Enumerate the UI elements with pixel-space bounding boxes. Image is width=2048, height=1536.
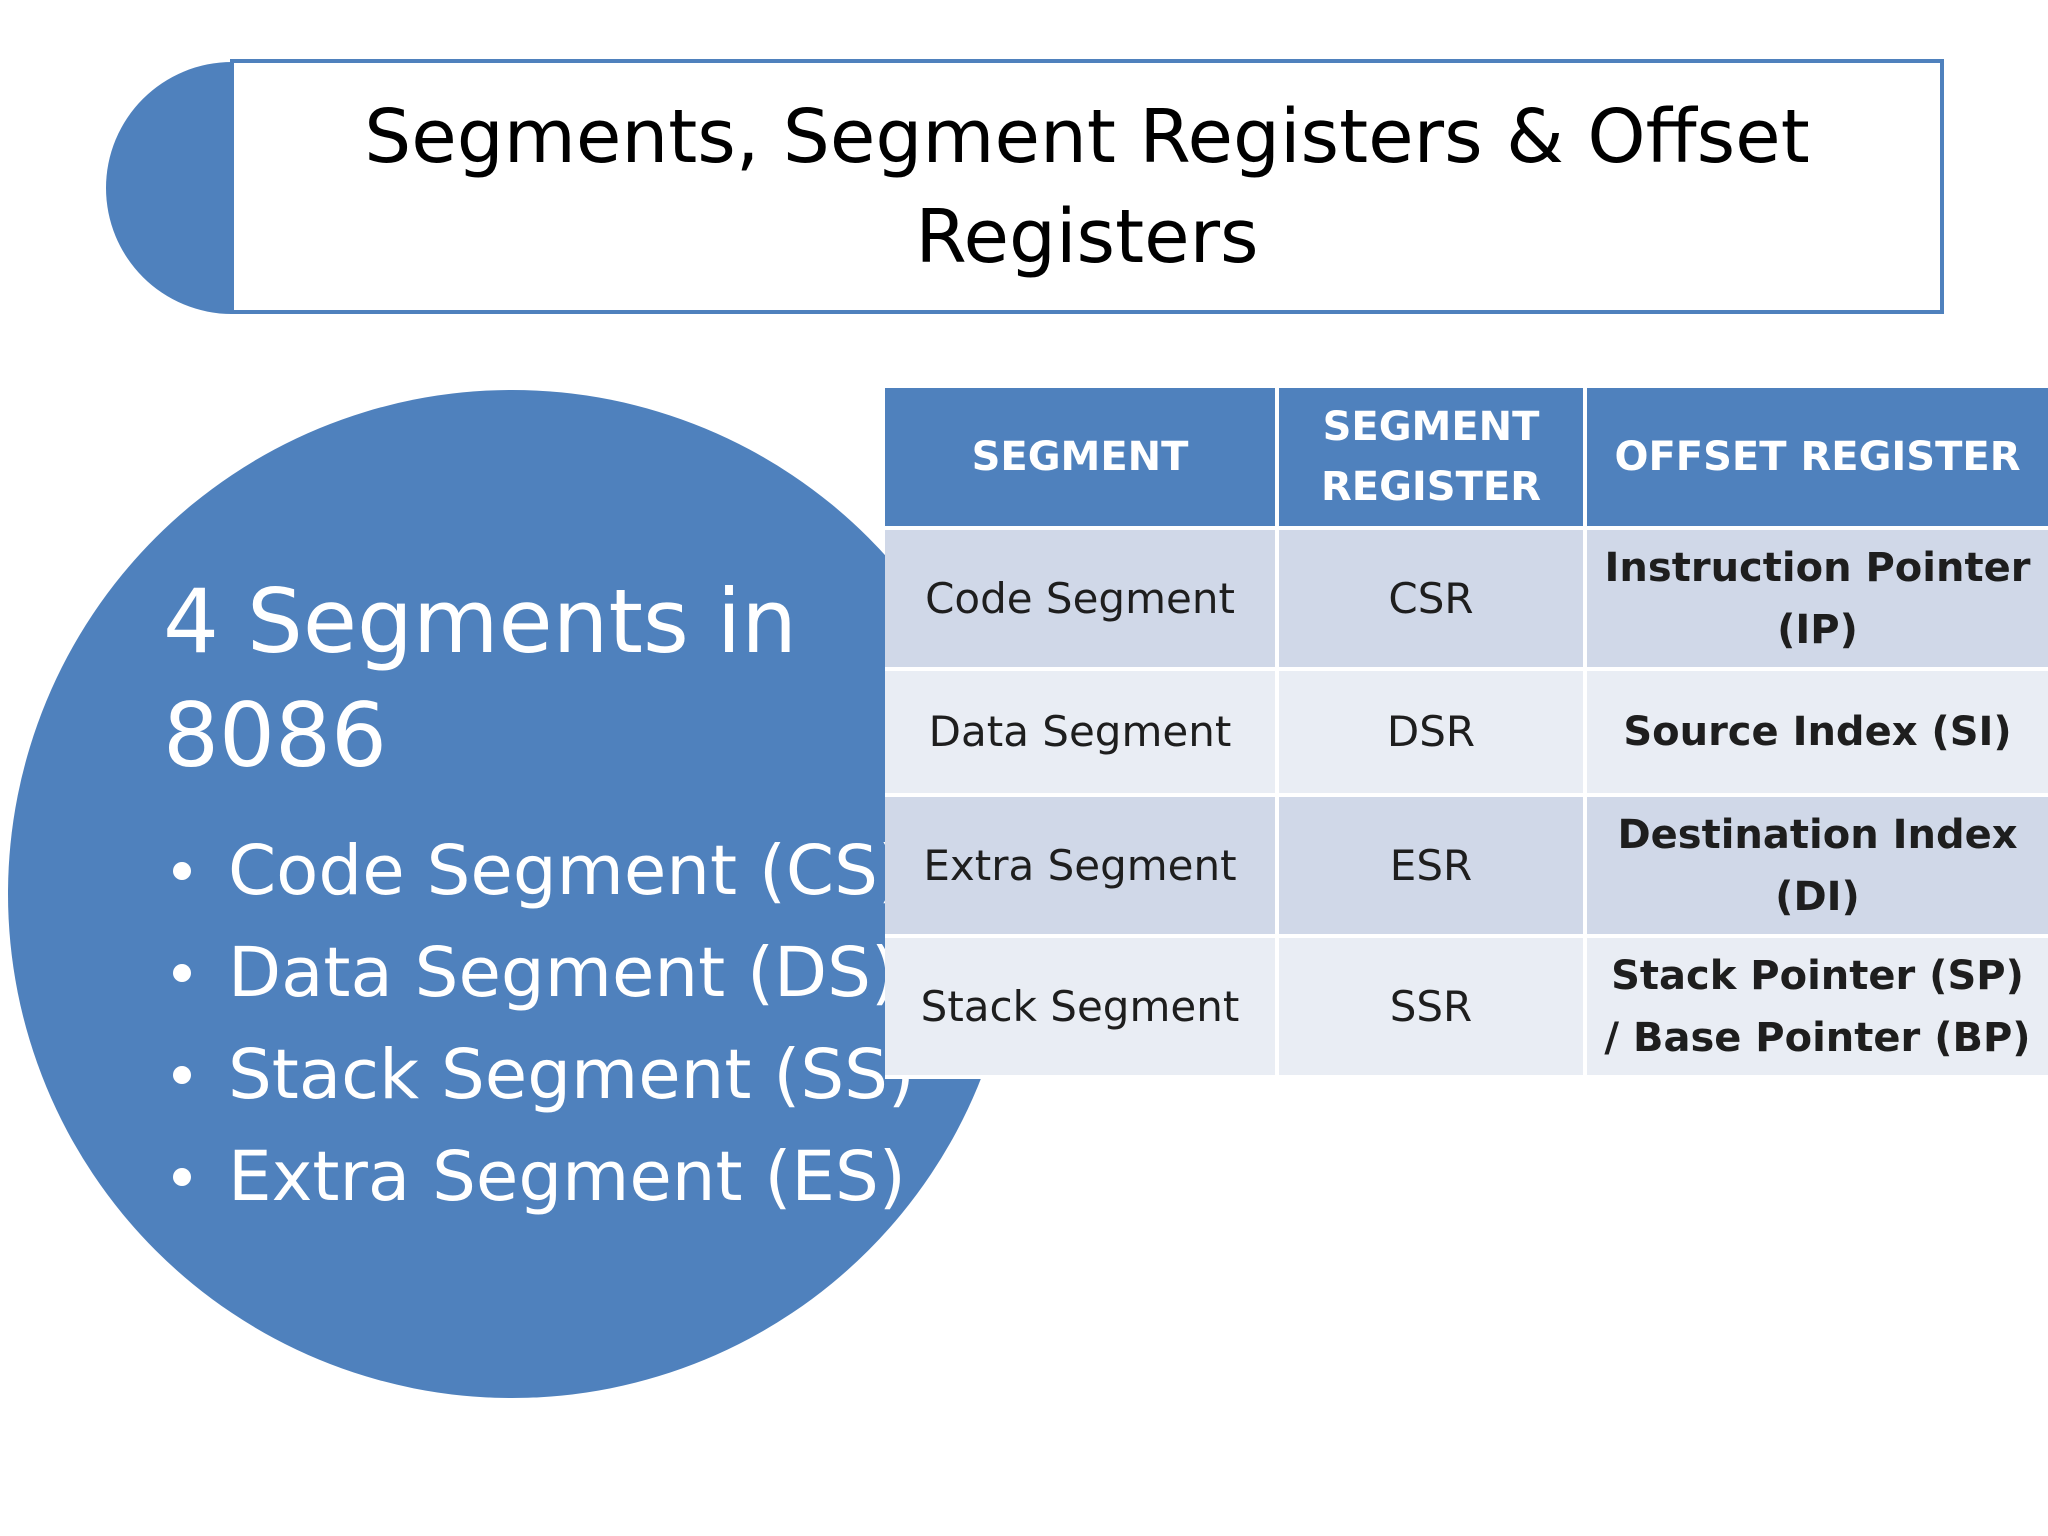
list-item: Stack Segment (SS) [163,1024,915,1126]
list-item: Code Segment (CS) [163,820,905,922]
table-row: Extra Segment ESR Destination Index (DI) [885,795,2048,938]
segment-register-cell: DSR [1277,669,1587,797]
segment-register-cell: SSR [1277,936,1587,1079]
column-header-segment: SEGMENT [885,388,1279,530]
segment-register-cell: ESR [1277,795,1587,938]
list-item-label: Extra Segment (ES) [228,1137,906,1217]
segment-cell: Extra Segment [885,795,1279,938]
bullet-icon [173,1168,191,1186]
segment-cell: Code Segment [885,528,1279,671]
list-item-label: Stack Segment (SS) [228,1035,915,1115]
list-item: Data Segment (DS) [163,922,903,1024]
table-row: Stack Segment SSR Stack Pointer (SP) / B… [885,936,2048,1079]
circle-heading: 4 Segments in 8086 [163,570,798,787]
table-row: Data Segment DSR Source Index (SI) [885,669,2048,797]
bullet-icon [173,964,191,982]
bullet-icon [173,1066,191,1084]
offset-register-cell: Destination Index (DI) [1585,795,2048,938]
offset-register-cell: Instruction Pointer (IP) [1585,528,2048,671]
table-header-row: SEGMENT SEGMENT REGISTER OFFSET REGISTER [885,388,2048,530]
column-header-segment-register: SEGMENT REGISTER [1277,388,1587,530]
list-item: Extra Segment (ES) [163,1126,906,1228]
segment-list: Code Segment (CS) Data Segment (DS) Stac… [163,820,915,1228]
segment-register-cell: CSR [1277,528,1587,671]
table-row: Code Segment CSR Instruction Pointer (IP… [885,528,2048,671]
column-header-offset-register: OFFSET REGISTER [1585,388,2048,530]
segments-circle [8,390,1016,1398]
page-title: Segments, Segment Registers & Offset Reg… [364,93,1810,280]
bullet-icon [173,862,191,880]
list-item-label: Code Segment (CS) [228,831,905,911]
segment-cell: Stack Segment [885,936,1279,1079]
list-item-label: Data Segment (DS) [228,933,898,1013]
title-box: Segments, Segment Registers & Offset Reg… [230,59,1944,314]
offset-register-cell: Stack Pointer (SP) / Base Pointer (BP) [1585,936,2048,1079]
segment-register-table: SEGMENT SEGMENT REGISTER OFFSET REGISTER… [885,388,2048,1079]
offset-register-cell: Source Index (SI) [1585,669,2048,797]
segment-cell: Data Segment [885,669,1279,797]
